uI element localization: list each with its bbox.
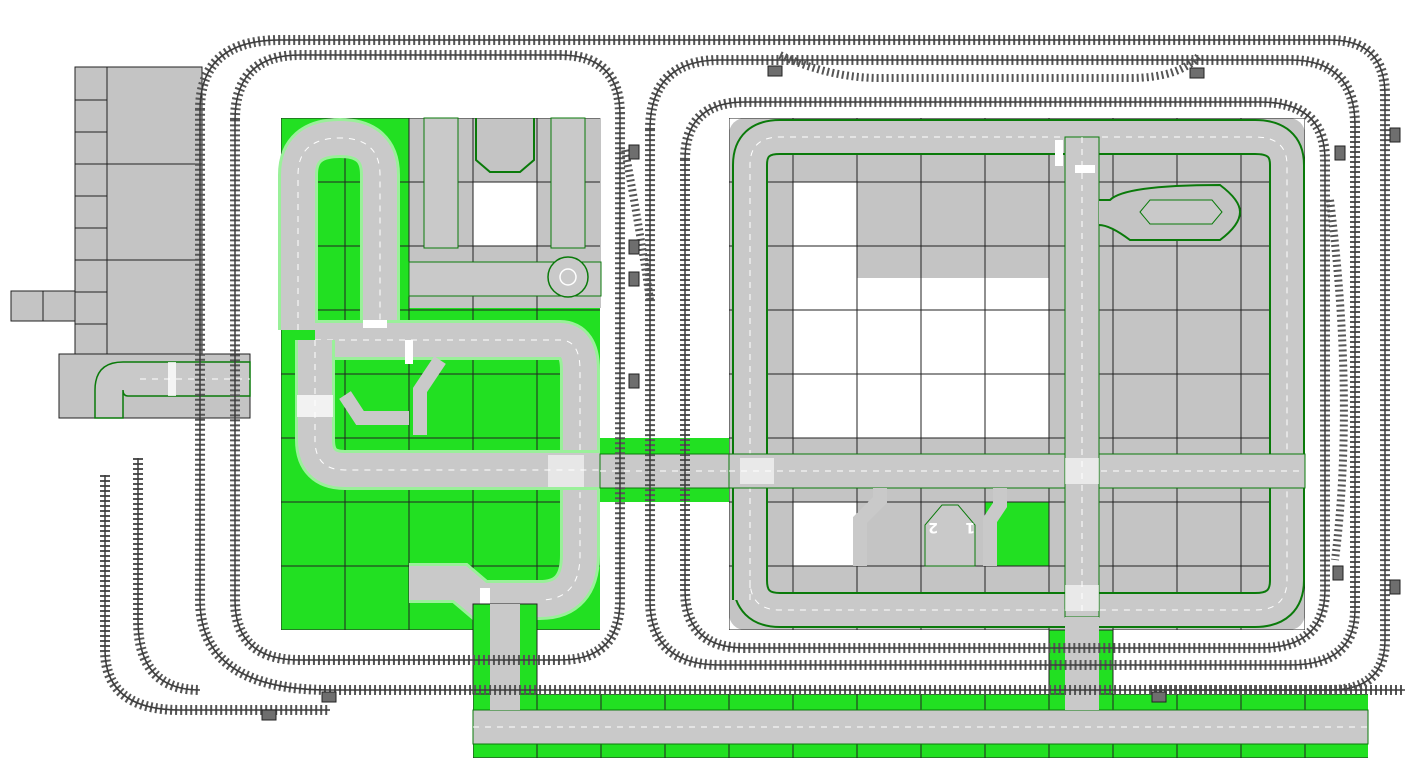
switch-motors bbox=[261, 65, 1401, 721]
train-tracks bbox=[100, 35, 1405, 715]
track-spur-2 bbox=[133, 458, 201, 695]
switch-motor-icon bbox=[1332, 565, 1344, 581]
switch-motor-icon bbox=[261, 709, 277, 721]
switch-motor-icon bbox=[628, 271, 640, 287]
parking-marker-2: 2 bbox=[928, 519, 938, 535]
switch-motor-icon bbox=[1151, 691, 1167, 703]
switch-motor-icon bbox=[628, 373, 640, 389]
station-platform-left bbox=[10, 66, 203, 358]
switch-motor-icon bbox=[1389, 579, 1401, 595]
town-block-green bbox=[278, 117, 602, 695]
city-block-gray: 2 1 bbox=[728, 118, 1306, 630]
parking-marker-1: 1 bbox=[965, 519, 975, 535]
switch-motor-icon bbox=[1389, 127, 1401, 143]
road-segment-left bbox=[58, 353, 251, 419]
switch-motor-icon bbox=[628, 239, 640, 255]
bottom-road-strip bbox=[472, 617, 1369, 758]
roundabout bbox=[547, 256, 589, 298]
switch-motor-icon bbox=[1189, 67, 1205, 79]
switch-motor-icon bbox=[321, 691, 337, 703]
switch-motor-icon bbox=[1334, 145, 1346, 161]
switch-motor-icon bbox=[767, 65, 783, 77]
switch-motor-icon bbox=[628, 144, 640, 160]
